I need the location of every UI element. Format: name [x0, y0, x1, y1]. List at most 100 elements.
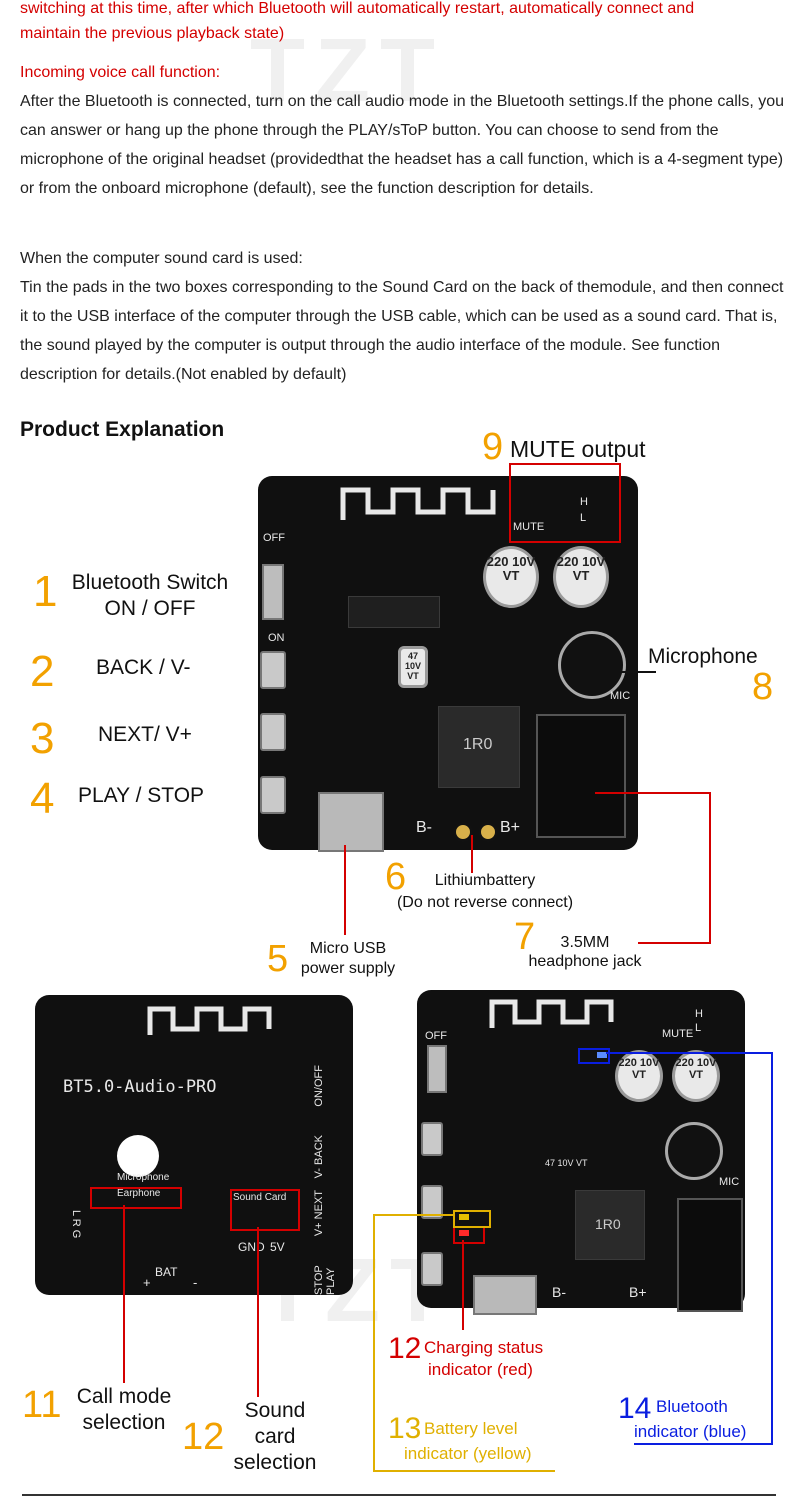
back-gnd-label: GND — [238, 1240, 265, 1254]
sound-card-body: Tin the pads in the two boxes correspond… — [20, 279, 784, 383]
front2-micro-usb[interactable] — [473, 1275, 537, 1315]
front2-play-button[interactable] — [421, 1252, 443, 1286]
main-chip — [348, 596, 440, 628]
label-6-number: 6 — [385, 856, 407, 898]
usb-callout-line — [344, 845, 346, 935]
front2-b-plus: B+ — [629, 1284, 647, 1300]
label-3-text: NEXT/ V+ — [98, 723, 192, 746]
bluetooth-line-v — [771, 1052, 773, 1444]
battery-callout-line — [471, 835, 473, 873]
label-11-text-a: Call mode — [76, 1385, 172, 1408]
label-5-number: 5 — [267, 938, 289, 980]
capacitor-a: 220 10V VT — [483, 546, 539, 608]
label-5-text-a: Micro USB — [309, 940, 387, 957]
label-8-number: 8 — [752, 666, 774, 708]
mute-callout-box — [509, 463, 621, 543]
charging-led — [459, 1230, 469, 1236]
bluetooth-led — [597, 1052, 607, 1058]
battery-pad-minus — [453, 822, 473, 842]
front2-off-label: OFF — [425, 1030, 447, 1042]
label-1-number: 1 — [33, 567, 58, 616]
sound-card-callout-line — [257, 1227, 259, 1397]
b-plus-label: B+ — [500, 819, 521, 836]
label-4-text: PLAY / STOP — [78, 784, 205, 807]
front2-inductor — [575, 1190, 645, 1260]
micro-usb-port[interactable] — [318, 792, 384, 852]
battery-level-line-v — [373, 1214, 375, 1470]
back-next-label: V+ NEXT — [313, 1190, 325, 1237]
battery-pad-plus — [478, 822, 498, 842]
back-button[interactable] — [260, 651, 286, 689]
play-stop-button[interactable] — [260, 776, 286, 814]
label-11-text-b: selection — [82, 1411, 166, 1434]
capacitor-b: 220 10V VT — [553, 546, 609, 608]
label-4-number: 4 — [30, 774, 55, 823]
watermark-text: TZT — [250, 21, 445, 121]
antenna-trace — [340, 487, 496, 520]
back-lrg-label: L R G — [70, 1210, 82, 1239]
h-label: H — [580, 496, 588, 508]
charging-led-box — [453, 1226, 485, 1244]
inductor — [438, 706, 520, 788]
front2-inductor-label: 1R0 — [595, 1216, 621, 1232]
front2-headphone-jack — [677, 1198, 743, 1312]
label-8-text: Microphone — [648, 645, 758, 668]
front2-next-button[interactable] — [421, 1185, 443, 1219]
l-label: L — [580, 512, 587, 524]
section-title: Product Explanation — [20, 418, 225, 441]
call-mode-box — [90, 1187, 182, 1209]
mic-label: MIC — [610, 690, 631, 702]
label-12b-number: 12 — [388, 1332, 422, 1365]
headphone-jack — [536, 714, 626, 838]
label-1-text-a: Bluetooth Switch — [71, 571, 229, 594]
intro-red-line-2: maintain the previous playback state) — [20, 25, 285, 42]
front2-h-label: H — [695, 1008, 703, 1020]
mic-callout-line — [600, 671, 656, 673]
battery-level-line-bottom — [373, 1470, 555, 1472]
back-mic-hole — [117, 1135, 159, 1177]
label-13-text-a: Battery level — [424, 1419, 518, 1438]
front2-l-label: L — [695, 1022, 702, 1034]
label-6-text-b: (Do not reverse connect) — [396, 894, 574, 911]
inductor-label: 1R0 — [463, 736, 493, 753]
label-7-number: 7 — [514, 916, 536, 958]
label-13-number: 13 — [388, 1412, 422, 1445]
board-front-top: 1R0 220 10V VT 220 10V VT 47 10V VT MIC … — [258, 476, 638, 852]
front2-small-cap-label: 47 10V VT — [545, 1158, 588, 1168]
label-7-text-a: 3.5MM — [560, 934, 610, 951]
next-button[interactable] — [260, 713, 286, 751]
back-5v-label: 5V — [270, 1240, 285, 1254]
front2-b-minus: B- — [552, 1284, 566, 1300]
label-14-number: 14 — [618, 1392, 652, 1425]
label-3-number: 3 — [30, 714, 55, 763]
label-1-text-b: ON / OFF — [104, 597, 196, 620]
jack-callout-line-v — [709, 792, 711, 944]
label-12b-text-a: Charging status — [424, 1338, 544, 1357]
front2-microphone — [665, 1122, 723, 1180]
sound-card-title: When the computer sound card is used: — [20, 250, 303, 267]
front2-mic-label: MIC — [719, 1176, 740, 1188]
label-2-text: BACK / V- — [96, 656, 191, 679]
label-12b-text-b: indicator (red) — [428, 1360, 533, 1379]
back-bat-minus: - — [193, 1275, 198, 1290]
front2-back-button[interactable] — [421, 1122, 443, 1156]
board-back: BT5.0-Audio-PRO Microphone Earphone Soun… — [35, 995, 353, 1295]
b-minus-label: B- — [416, 819, 432, 836]
label-2-number: 2 — [30, 647, 55, 696]
label-14-text-a: Bluetooth — [656, 1397, 728, 1416]
jack-callout-line-h1 — [595, 792, 711, 794]
label-12a-number: 12 — [182, 1416, 225, 1458]
label-12a-text-b: card — [254, 1425, 296, 1448]
call-function-title: Incoming voice call function: — [20, 64, 221, 81]
battery-level-line-h — [373, 1214, 453, 1216]
table-top-border — [22, 1494, 776, 1496]
charging-callout-line — [462, 1240, 464, 1330]
power-switch[interactable] — [262, 564, 284, 620]
front2-mute-label: MUTE — [662, 1028, 694, 1040]
label-12a-text-a: Sound — [244, 1399, 306, 1422]
front2-capacitor-a: 220 10V VT — [615, 1050, 663, 1102]
front2-power-switch[interactable] — [427, 1045, 447, 1093]
back-play-label: STOP PLAY — [313, 1265, 337, 1295]
bluetooth-line-bottom — [634, 1443, 773, 1445]
off-label: OFF — [263, 532, 285, 544]
